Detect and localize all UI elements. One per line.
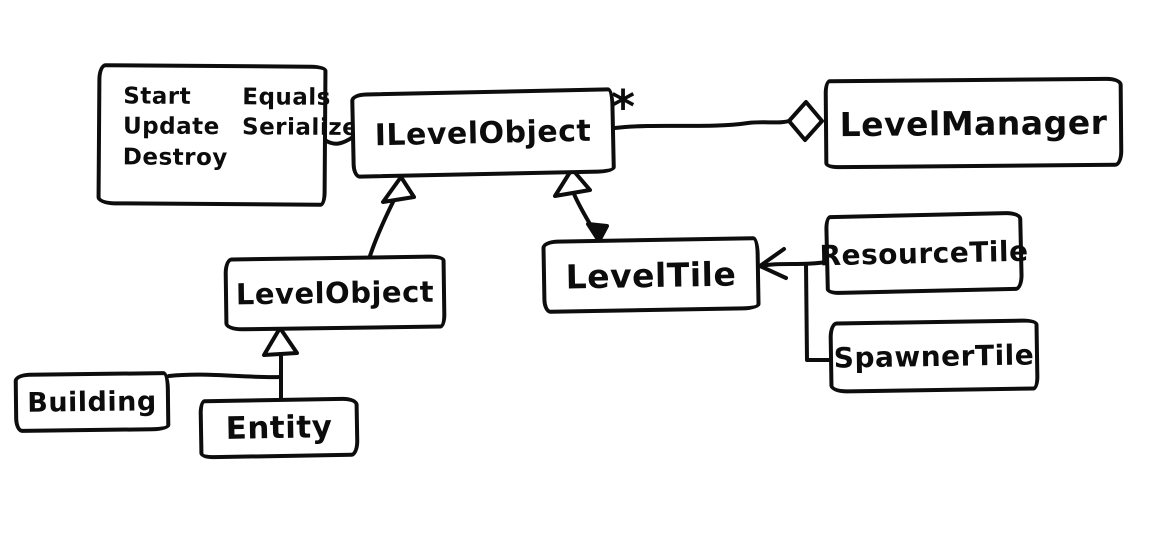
class-name-spawnertile: SpawnerTile [833, 337, 1035, 375]
inheritance-triangle-icon [381, 175, 416, 204]
class-name-levelmanager: LevelManager [839, 102, 1108, 144]
class-name-entity: Entity [225, 409, 333, 447]
method-destroy: Destroy [122, 144, 228, 171]
class-name-ilevelobject: ILevelObject [374, 113, 592, 153]
interface-methods-note: Start Update Destroy Equals Serialize [96, 63, 358, 207]
class-name-building: Building [27, 385, 157, 419]
inheritance-triangle-icon [262, 326, 299, 357]
class-box-levelmanager: LevelManager [823, 76, 1124, 170]
class-box-leveltile: LevelTile [541, 236, 761, 314]
methods-column-2: Equals Serialize [242, 82, 359, 144]
inheritance-line-resourcetile [759, 260, 828, 268]
methods-column-1: Start Update Destroy [123, 81, 229, 173]
inheritance-line-leveltile [572, 192, 599, 238]
method-start: Start [123, 83, 192, 110]
class-box-levelobject: LevelObject [223, 254, 447, 332]
inheritance-line-levelobject [367, 198, 396, 261]
class-box-ilevelobject: ILevelObject [350, 87, 616, 179]
class-name-levelobject: LevelObject [235, 274, 435, 312]
method-update: Update [122, 113, 220, 141]
class-box-entity: Entity [198, 396, 360, 460]
class-box-building: Building [13, 371, 171, 433]
open-arrowhead-icon [758, 247, 788, 280]
method-equals: Equals [242, 84, 332, 111]
inheritance-line-building [167, 372, 282, 380]
multiplicity-star: * [611, 80, 636, 134]
class-box-spawnertile: SpawnerTile [828, 318, 1040, 394]
class-name-resourcetile: ResourceTile [819, 234, 1029, 272]
aggregation-diamond-icon [787, 100, 824, 142]
class-name-leveltile: LevelTile [565, 254, 737, 296]
aggregation-connector [613, 119, 791, 130]
class-box-resourcetile: ResourceTile [819, 210, 1029, 296]
method-serialize: Serialize [241, 114, 359, 142]
